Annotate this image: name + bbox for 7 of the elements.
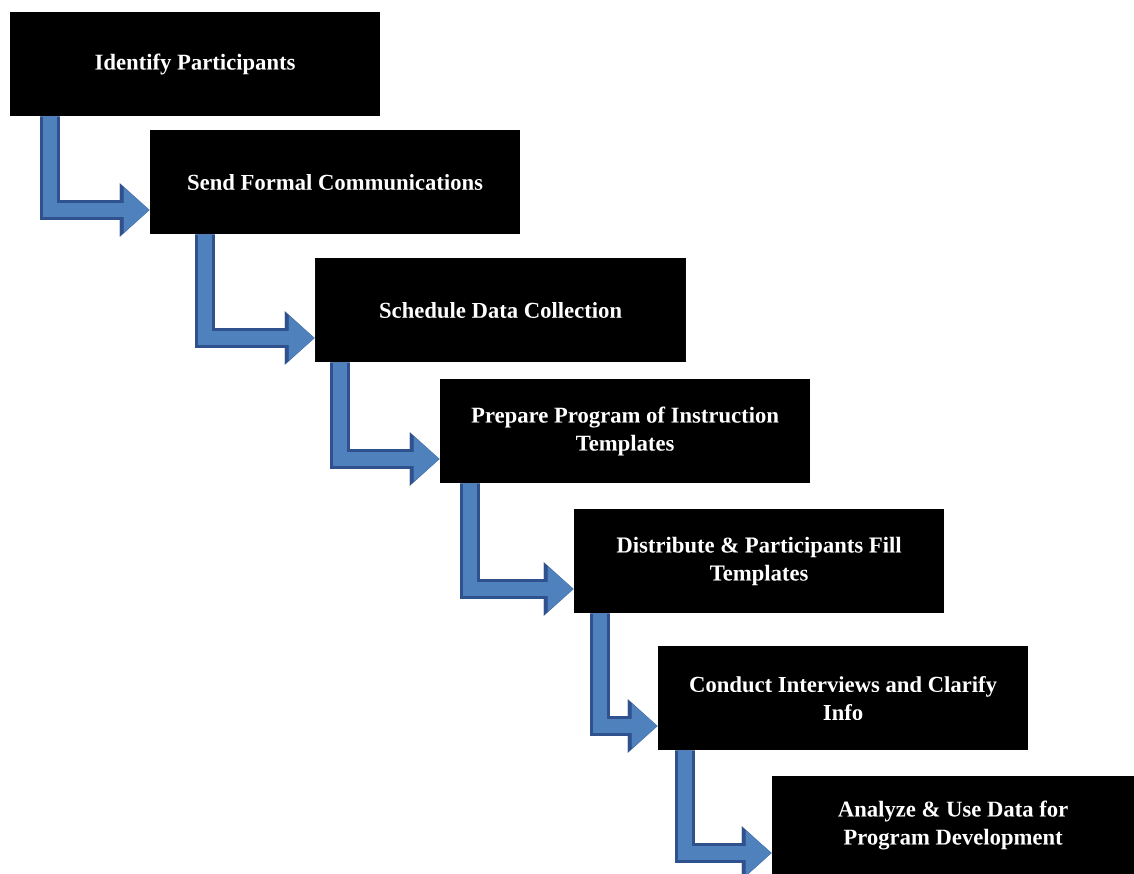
process-box: Distribute & Participants Fill Templates [574, 509, 944, 613]
process-box: Analyze & Use Data for Program Development [772, 776, 1134, 874]
process-box: Send Formal Communications [150, 130, 520, 234]
process-box: Schedule Data Collection [315, 258, 686, 362]
process-box: Conduct Interviews and Clarify Info [658, 646, 1028, 750]
process-box: Identify Participants [10, 12, 380, 116]
process-box: Prepare Program of Instruction Templates [440, 379, 810, 483]
